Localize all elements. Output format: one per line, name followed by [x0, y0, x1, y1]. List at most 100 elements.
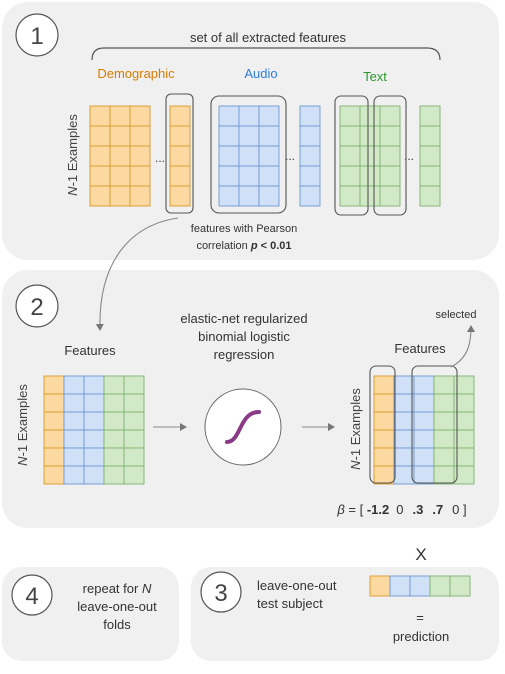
right-audio-block-cell	[393, 393, 415, 413]
demographic-matrix-cell	[129, 165, 151, 187]
test-demographic	[369, 575, 391, 597]
left-audio-block-cell	[63, 447, 85, 467]
ellipsis-text: ...	[404, 149, 414, 163]
demographic-matrix-cell	[129, 105, 151, 127]
audio-matrix-cell	[218, 165, 240, 187]
demographic-column-cell	[169, 165, 191, 187]
right-audio-block-cell	[393, 411, 415, 431]
text-matrix-cell	[339, 145, 361, 167]
left-features-title: Features	[64, 343, 116, 358]
left-text-block-cell	[123, 447, 145, 467]
demographic-column-cell	[169, 125, 191, 147]
demographic-matrix-cell	[89, 165, 111, 187]
left-demographic-block-cell	[43, 465, 65, 485]
selected-column-outline	[165, 93, 194, 214]
left-audio-block-cell	[63, 411, 85, 431]
audio-matrix-cell	[238, 185, 260, 207]
text-column-cell	[419, 125, 441, 147]
left-text-block-cell	[123, 375, 145, 395]
audio-matrix	[218, 105, 280, 207]
left-text-block-cell	[103, 447, 125, 467]
test-text-cell	[449, 575, 471, 597]
demographic-matrix-cell	[129, 125, 151, 147]
step-4-line3: folds	[103, 617, 131, 632]
right-text-block-cell	[433, 465, 455, 485]
right-audio-block-cell	[393, 375, 415, 395]
right-audio-block-cell	[413, 411, 435, 431]
text-column-cell	[419, 145, 441, 167]
right-demographic-block-cell	[373, 447, 395, 467]
left-text-block-cell	[123, 411, 145, 431]
right-audio-block-cell	[393, 429, 415, 449]
right-demographic-block-cell	[373, 465, 395, 485]
demographic-matrix-cell	[89, 105, 111, 127]
step-3-number: 3	[214, 580, 227, 607]
step-2-badge	[15, 284, 59, 328]
test-audio-cell	[389, 575, 411, 597]
right-features-title: Features	[394, 341, 446, 356]
left-text-block-cell	[123, 429, 145, 449]
audio-matrix-cell	[238, 165, 260, 187]
left-demographic-block-cell	[43, 375, 65, 395]
text-column-cell	[419, 185, 441, 207]
right-demographic-block	[373, 375, 395, 485]
step-4-line2: leave-one-out	[77, 599, 157, 614]
left-audio-block-cell	[63, 429, 85, 449]
text-matrix-cell	[339, 125, 361, 147]
left-audio-block-cell	[63, 375, 85, 395]
step-1-badge	[15, 13, 59, 57]
test-subject-vector	[369, 575, 471, 597]
demographic-matrix-cell	[109, 145, 131, 167]
brace-label: set of all extracted features	[190, 30, 347, 45]
audio-matrix-cell	[238, 145, 260, 167]
left-text-block-cell	[103, 429, 125, 449]
ellipsis-audio: ...	[285, 149, 295, 163]
text-matrix-cell	[359, 145, 381, 167]
right-demographic-block-cell	[373, 429, 395, 449]
left-demographic-block-cell	[43, 393, 65, 413]
audio-matrix-cell	[218, 145, 240, 167]
equals-sign: =	[416, 610, 424, 625]
selected-outline-right-b	[411, 365, 458, 484]
demographic-matrix-cell	[89, 125, 111, 147]
text-column	[419, 105, 441, 207]
demographic-matrix-cell	[89, 145, 111, 167]
text-matrix-cell	[359, 125, 381, 147]
left-demographic-block	[43, 375, 65, 485]
selected-outline-right-a	[369, 365, 396, 484]
selected-arrow	[450, 325, 475, 368]
step-4-number: 4	[25, 583, 38, 610]
text-matrix-cell	[359, 185, 381, 207]
right-audio-block-cell	[393, 447, 415, 467]
text-matrix-cell	[379, 165, 401, 187]
demographic-matrix-cell	[109, 185, 131, 207]
right-demographic-block-cell	[373, 393, 395, 413]
text-column-cell	[419, 165, 441, 187]
left-text-block	[103, 375, 145, 485]
right-text-block-cell	[453, 465, 475, 485]
step-1-number: 1	[30, 23, 43, 50]
left-text-block-cell	[103, 375, 125, 395]
left-audio-block-cell	[83, 447, 105, 467]
test-demographic-cell	[369, 575, 391, 597]
audio-matrix-cell	[258, 125, 280, 147]
y-axis-label-step2-left: N-1 Examples	[15, 384, 30, 466]
right-text-block-cell	[433, 393, 455, 413]
text-matrix-cell	[359, 165, 381, 187]
selected-block-outline-text-b	[373, 95, 407, 216]
left-text-block-cell	[103, 465, 125, 485]
demographic-matrix-cell	[129, 185, 151, 207]
group-label-text: Text	[363, 69, 387, 84]
audio-matrix-cell	[218, 125, 240, 147]
step-4-line1: repeat for N	[83, 581, 152, 596]
test-subject-x-mark: X	[415, 545, 426, 564]
audio-matrix-cell	[238, 125, 260, 147]
left-demographic-block-cell	[43, 429, 65, 449]
test-audio	[389, 575, 431, 597]
demographic-column-cell	[169, 145, 191, 167]
audio-matrix-cell	[238, 105, 260, 127]
audio-matrix-cell	[258, 145, 280, 167]
features-brace	[91, 47, 441, 61]
selected-block-outline-audio	[210, 95, 287, 214]
